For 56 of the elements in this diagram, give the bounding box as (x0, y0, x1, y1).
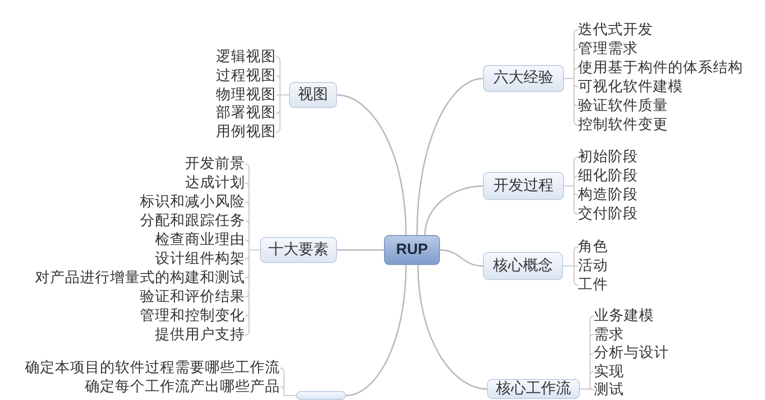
topic-box: 核心概念 (483, 252, 563, 280)
subtopic-label: 标识和减小风险 (140, 193, 245, 211)
subtopic-label: 角色 (578, 238, 608, 256)
branch-curve (416, 78, 484, 236)
subtopic-label: 检查商业理由 (155, 231, 245, 249)
subtopic-label: 过程视图 (216, 66, 276, 85)
branch-curve (440, 249, 484, 267)
subtopic-label: 细化阶段 (578, 167, 638, 185)
subtopic-label: 迭代式开发 (578, 21, 653, 39)
topic-box: 十大要素 (260, 237, 337, 263)
subtopic-label: 控制软件变更 (578, 116, 668, 134)
subtopic-label: 测试 (594, 381, 624, 399)
subtopic-label: 工件 (578, 276, 608, 294)
subtopic-label: 使用基于构件的体系结构 (578, 59, 743, 77)
subtopic-label: 确定本项目的软件过程需要哪些工作流 (25, 359, 280, 377)
topic-box: 开发过程 (483, 172, 564, 200)
branch-curve (417, 264, 488, 390)
subtopic-label: 确定每个工作流产出哪些产品 (85, 378, 280, 396)
subtopic-label: 构造阶段 (578, 186, 638, 204)
subtopic-label: 提供用户支持 (155, 326, 245, 344)
branch-curve (337, 249, 384, 251)
subtopic-label: 达成计划 (185, 174, 245, 192)
subtopic-label: 分配和跟踪任务 (140, 212, 245, 230)
connector-line (580, 386, 594, 390)
topic-box: 视图 (289, 82, 337, 108)
subtopic-label: 业务建模 (594, 307, 654, 325)
subtopic-label: 验证和评价结果 (140, 288, 245, 306)
subtopic-label: 分析与设计 (594, 344, 669, 362)
subtopic-label: 物理视图 (216, 86, 276, 104)
subtopic-label: 初始阶段 (578, 148, 638, 166)
subtopic-label: 验证软件质量 (578, 97, 668, 115)
topic-box: 六大经验 (483, 65, 564, 92)
connector-line (244, 250, 260, 336)
branch-curve (346, 264, 407, 396)
connector-line (562, 266, 578, 286)
subtopic-label: 可视化软件建模 (578, 78, 683, 96)
branch-curve (336, 94, 407, 236)
subtopic-label: 逻辑视图 (216, 48, 276, 66)
branch-curve (424, 185, 484, 236)
topic-box (296, 391, 346, 400)
subtopic-label: 实现 (594, 362, 624, 380)
connector-line (280, 386, 296, 396)
subtopic-label: 活动 (578, 257, 608, 275)
subtopic-label: 开发前景 (185, 155, 245, 173)
subtopic-label: 管理需求 (578, 40, 638, 58)
subtopic-label: 交付阶段 (578, 205, 638, 223)
connector-line (276, 94, 290, 133)
subtopic-label: 设计组件构架 (155, 250, 245, 268)
central-topic: RUP (384, 235, 440, 265)
subtopic-label: 用例视图 (216, 123, 276, 142)
topic-box: 核心工作流 (487, 379, 580, 399)
subtopic-label: 对产品进行增量式的构建和测试 (35, 269, 245, 287)
connector-line (564, 78, 578, 126)
subtopic-label: 需求 (594, 326, 624, 344)
subtopic-label: 部署视图 (216, 104, 276, 122)
subtopic-label: 管理和控制变化 (140, 307, 245, 325)
